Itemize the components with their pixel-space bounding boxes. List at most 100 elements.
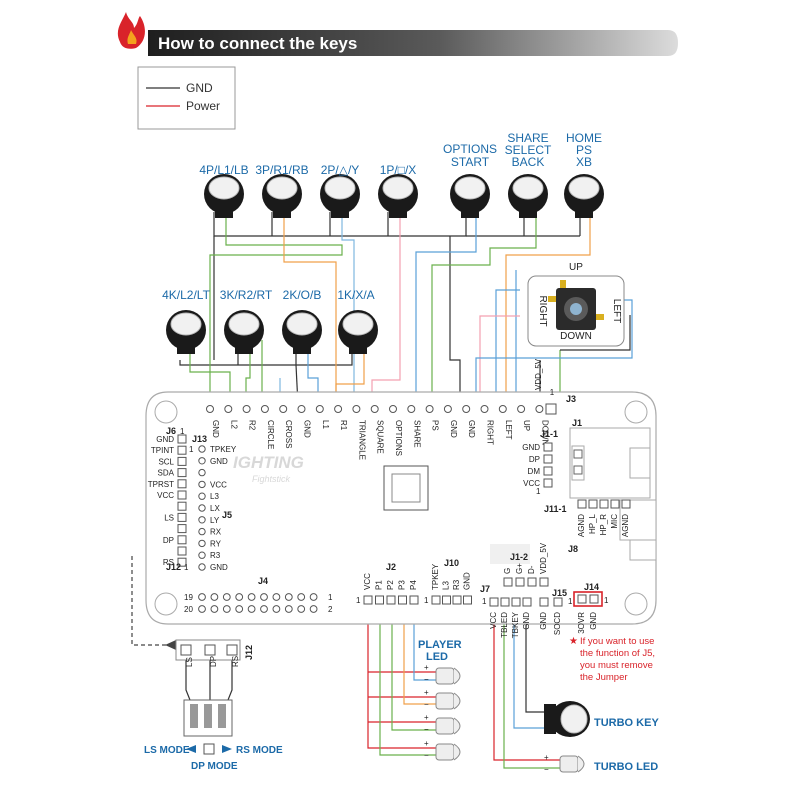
j1-2-label: J1-2 <box>510 552 528 562</box>
j10-label: J10 <box>444 558 459 568</box>
top-pin-pad <box>206 405 214 413</box>
j2-pin-1: 1 <box>356 596 361 605</box>
dp-mode-label: DP MODE <box>191 761 238 772</box>
mode-dp-pin: DP <box>209 656 218 667</box>
j13-pin <box>198 492 206 500</box>
joystick-down-label: DOWN <box>560 331 592 342</box>
j14-pin-label: GND <box>589 612 598 630</box>
j13-pin <box>198 539 206 548</box>
j14-pin <box>589 594 599 604</box>
led-plus: + <box>424 688 429 697</box>
j7-pin-label: TBKEY <box>511 611 520 638</box>
j4-num-1: 1 <box>328 593 333 602</box>
j10-pin <box>463 595 472 605</box>
j4-pin <box>260 593 268 601</box>
top-pin-pad <box>370 405 379 413</box>
top-pin-label: GND <box>211 420 220 438</box>
j7-pin <box>511 597 521 607</box>
j11-1-pin-label: AGND <box>577 514 586 537</box>
j12-pin-1: 1 <box>184 563 189 572</box>
j4-pin <box>198 593 206 601</box>
top-pin-label: PS <box>431 420 440 431</box>
j7-pin-1: 1 <box>482 597 487 606</box>
button-4k-label: 4K/L2/LT <box>162 288 210 302</box>
j4-num-20: 20 <box>184 605 193 614</box>
j4-pin <box>297 593 306 601</box>
button-2k-label: 2K/O/B <box>283 288 322 302</box>
j1-1-label: J1-1 <box>540 429 558 439</box>
j6-pin-label: DP <box>163 536 174 545</box>
j11-1-label: J11-1 <box>544 504 567 514</box>
button-1p-label: 1P/□/X <box>380 163 417 177</box>
j6-pin <box>177 456 187 466</box>
player-led-dome <box>453 743 461 761</box>
j11-1-pin <box>599 499 609 509</box>
button-2k: 2K/O/B <box>282 288 322 354</box>
j14-pin-label: 3OVR <box>577 612 586 634</box>
flame-icon <box>117 12 145 49</box>
share-label-1: SHARE <box>507 131 548 145</box>
j1-1-pin <box>543 442 553 452</box>
j13-pin-label: RX <box>210 528 222 537</box>
player-led-body <box>435 667 455 685</box>
j6-pin <box>177 445 187 455</box>
turbo-key: TURBO KEY <box>544 701 659 737</box>
top-pin-pad <box>535 405 544 413</box>
button-3k: 3K/R2/RT <box>220 288 273 354</box>
top-pin-label: SHARE <box>412 420 421 448</box>
j11-1-pin <box>610 499 620 509</box>
top-pin-pad <box>389 405 397 413</box>
top-pin-pad <box>279 405 288 413</box>
player-led-dome <box>453 692 461 710</box>
j10-pin <box>431 595 441 605</box>
top-pin-pad <box>407 405 416 413</box>
j7-pin <box>500 597 510 607</box>
j1-1-pin-label: VCC <box>523 479 540 488</box>
j11-1-pin-label: HP_L <box>588 513 597 534</box>
j6-pin <box>177 490 187 500</box>
joystick-left-label: LEFT <box>611 299 622 323</box>
j13-pin <box>198 445 206 453</box>
j6-pin <box>177 512 187 522</box>
j4-connector: J4 19 20 1 2 <box>184 576 333 614</box>
j13-pin <box>198 516 206 524</box>
j14-pin <box>577 594 587 604</box>
mode-switch: LS DP RS J12 LS MODE RS MODE DP MODE <box>144 639 283 772</box>
j11-1-pin <box>577 499 587 509</box>
j2-pin-label: P2 <box>386 580 395 590</box>
top-pin-pad <box>315 405 324 413</box>
j4-pin <box>284 593 293 601</box>
j4-pin <box>309 605 318 613</box>
j13-pin-label: R3 <box>210 551 221 560</box>
j11-1-pin-label: AGND <box>621 514 630 537</box>
top-pin-label: UP <box>522 420 531 431</box>
j4-num-2: 2 <box>328 605 333 614</box>
j15-pin-1: 1 <box>568 597 573 606</box>
j14-label: J14 <box>584 582 599 592</box>
led-minus: − <box>424 700 429 709</box>
j6-pin-label: SDA <box>158 469 175 478</box>
button-1k-label: 1K/X/A <box>337 288 374 302</box>
button-4p: 4P/L1/LB <box>199 163 249 218</box>
j7-pin-label: TBLED <box>500 612 509 638</box>
button-4p-label: 4P/L1/LB <box>199 163 248 177</box>
button-3p: 3P/R1/RB <box>255 163 309 218</box>
home-label-2: PS <box>576 143 592 157</box>
led-plus: + <box>424 713 429 722</box>
j2-pin-label: P1 <box>375 580 384 590</box>
j2-pin <box>409 595 419 605</box>
j10-pin <box>442 595 451 605</box>
j13-pin-label: GND <box>210 457 228 466</box>
top-pin-label: R2 <box>248 420 257 431</box>
top-pin-label: GND <box>449 420 458 438</box>
j6-pin-label: VCC <box>157 491 174 500</box>
j4-pin <box>222 593 231 601</box>
top-buttons: 4P/L1/LB 3P/R1/RB 2P/△/Y 1P/□/X OPTIONS … <box>199 131 604 218</box>
top-pin-label: DOWN <box>540 420 549 446</box>
top-pin-pad <box>224 405 233 413</box>
